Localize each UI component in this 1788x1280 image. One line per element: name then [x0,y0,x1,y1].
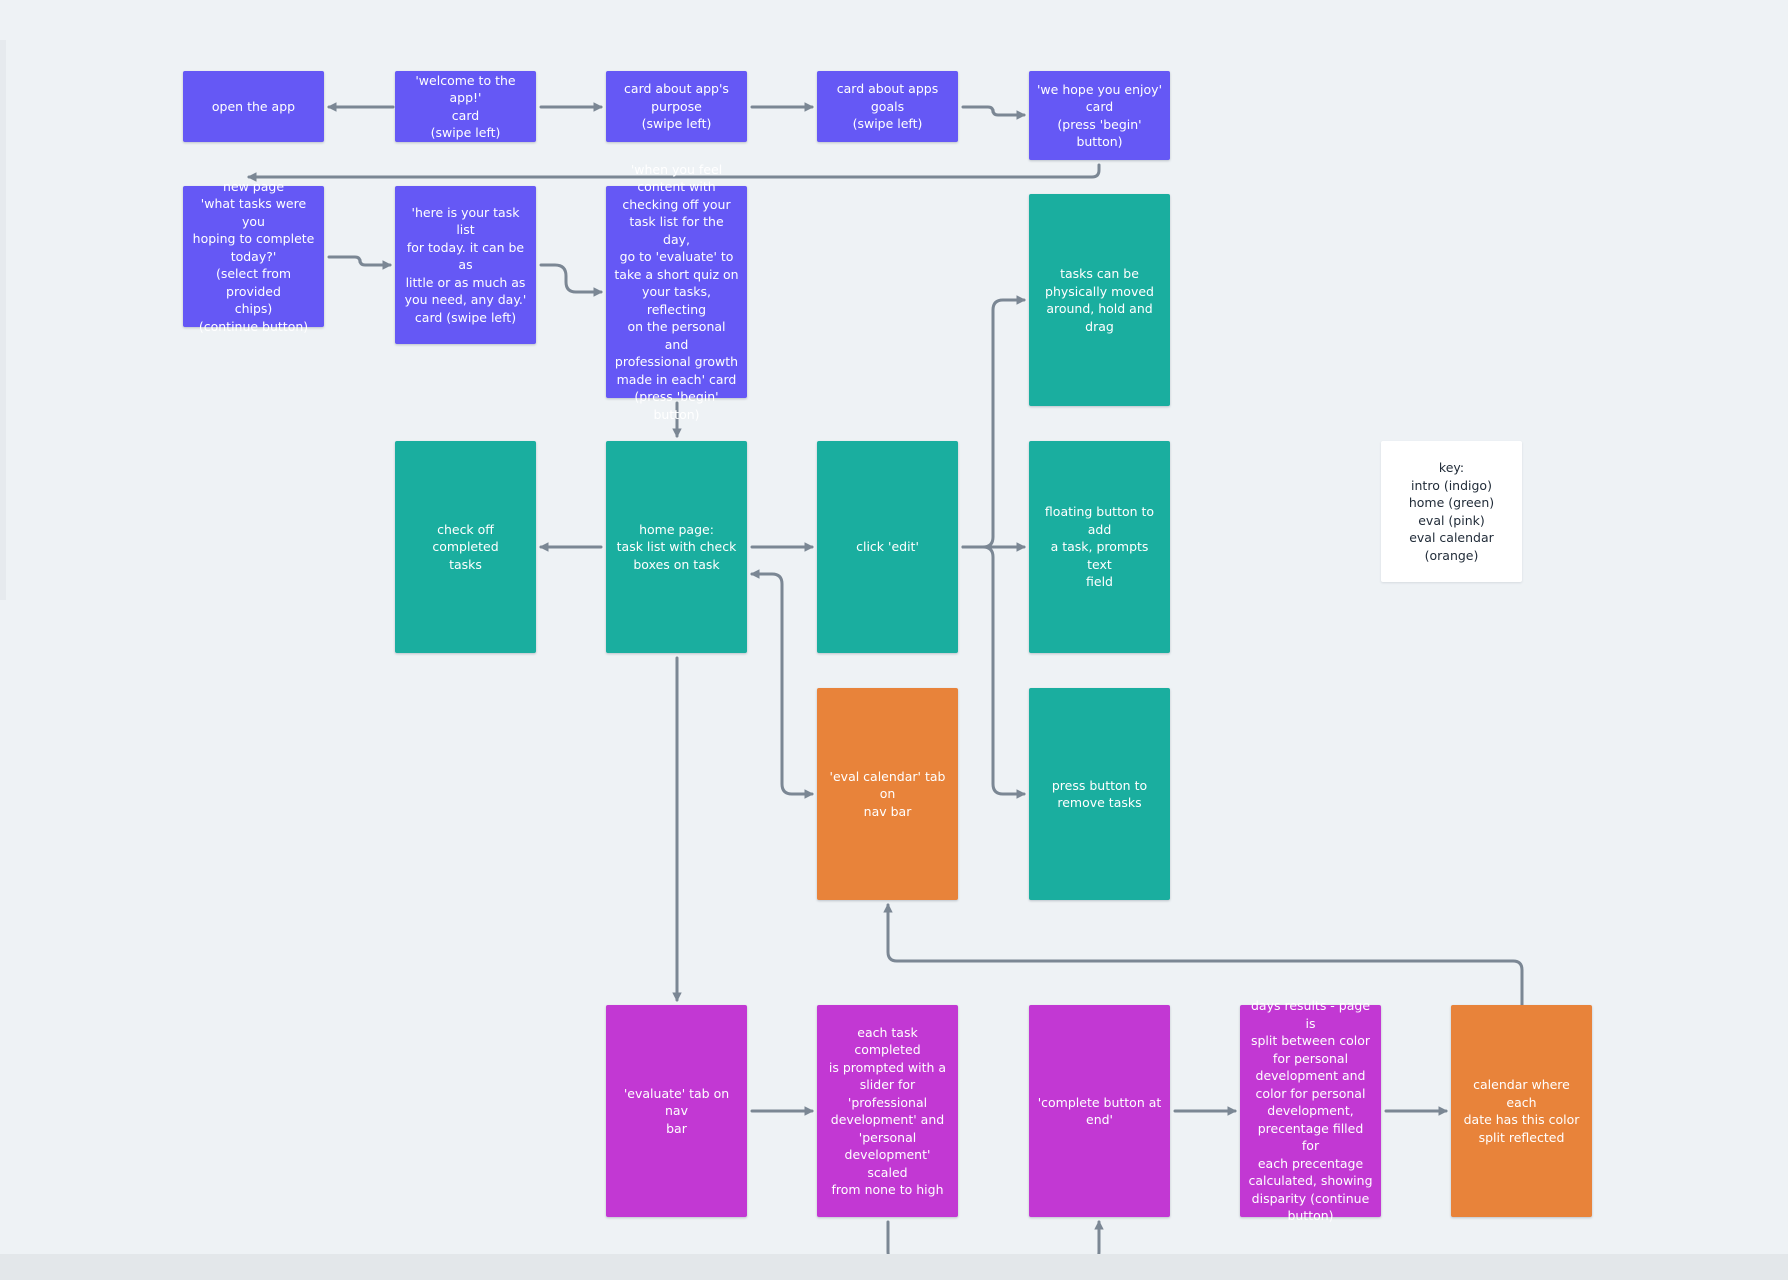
legend-key: key: intro (indigo) home (green) eval (p… [1381,441,1522,582]
node-label: tasks can be physically moved around, ho… [1045,266,1154,334]
node-click-edit[interactable]: click 'edit' [817,441,958,653]
node-label: 'complete button at end' [1037,1094,1162,1128]
node-remove-tasks[interactable]: press button to remove tasks [1029,688,1170,900]
node-label: days results - page is split between col… [1248,998,1373,1224]
node-purpose-card[interactable]: card about app's purpose (swipe left) [606,71,747,142]
node-label: floating button to add a task, prompts t… [1044,504,1155,590]
node-open-app[interactable]: open the app [183,71,324,142]
node-floating-button[interactable]: floating button to add a task, prompts t… [1029,441,1170,653]
node-label: check off completed tasks [432,521,499,572]
node-label: 'when you feel content with checking off… [614,161,739,422]
node-label: press button to remove tasks [1051,777,1148,811]
node-new-page[interactable]: new page 'what tasks were you hoping to … [183,179,324,334]
node-tasks-moved[interactable]: tasks can be physically moved around, ho… [1029,194,1170,406]
bottom-edge-shade [0,1254,1788,1280]
node-label: 'evaluate' tab on nav bar [623,1085,730,1136]
node-label: click 'edit' [856,539,919,555]
node-evaluate-tab[interactable]: 'evaluate' tab on nav bar [606,1005,747,1217]
node-slider[interactable]: each task completed is prompted with a s… [817,1005,958,1217]
connector-new-page-to-task-list-card [327,255,392,270]
node-welcome-card[interactable]: 'welcome to the app!' card (swipe left) [395,71,536,142]
connector-goals-to-enjoy [961,105,1026,120]
node-label: calendar where each date has this color … [1463,1077,1580,1145]
node-check-off[interactable]: check off completed tasks [395,441,536,653]
node-days-results[interactable]: days results - page is split between col… [1240,998,1381,1223]
node-label: open the app [211,98,296,114]
node-label: 'we hope you enjoy' card (press 'begin' … [1037,81,1162,150]
connector-task-list-card-to-content-card [539,263,603,297]
node-goals-card[interactable]: card about apps goals (swipe left) [817,71,958,142]
node-enjoy-card[interactable]: 'we hope you enjoy' card (press 'begin' … [1029,71,1170,160]
connector-click-edit-to-tasks-moved [961,295,1026,549]
node-label: card about app's purpose (swipe left) [624,81,729,132]
node-label: home page: task list with check boxes on… [616,521,737,572]
node-label: new page 'what tasks were you hoping to … [192,178,315,334]
node-label: 'welcome to the app!' card (swipe left) [415,72,516,141]
legend-key-label: key: intro (indigo) home (green) eval (p… [1408,460,1495,563]
node-label: 'here is your task list for today. it ca… [404,204,527,325]
connector-eval-calendar-tab-to-home-page [750,569,814,799]
connector-calendar-to-eval-calendar-tab [883,903,1524,1007]
connector-click-edit-to-remove-tasks [961,545,1026,799]
node-task-list-card[interactable]: 'here is your task list for today. it ca… [395,186,536,344]
node-content-card[interactable]: 'when you feel content with checking off… [606,162,747,422]
node-label: each task completed is prompted with a s… [828,1024,947,1198]
node-complete-button[interactable]: 'complete button at end' [1029,1005,1170,1217]
node-label: 'eval calendar' tab on nav bar [829,768,946,819]
node-calendar[interactable]: calendar where each date has this color … [1451,1005,1592,1217]
panel-edge [0,40,6,600]
node-home-page[interactable]: home page: task list with check boxes on… [606,441,747,653]
node-label: card about apps goals (swipe left) [836,81,939,132]
node-eval-calendar-tab[interactable]: 'eval calendar' tab on nav bar [817,688,958,900]
